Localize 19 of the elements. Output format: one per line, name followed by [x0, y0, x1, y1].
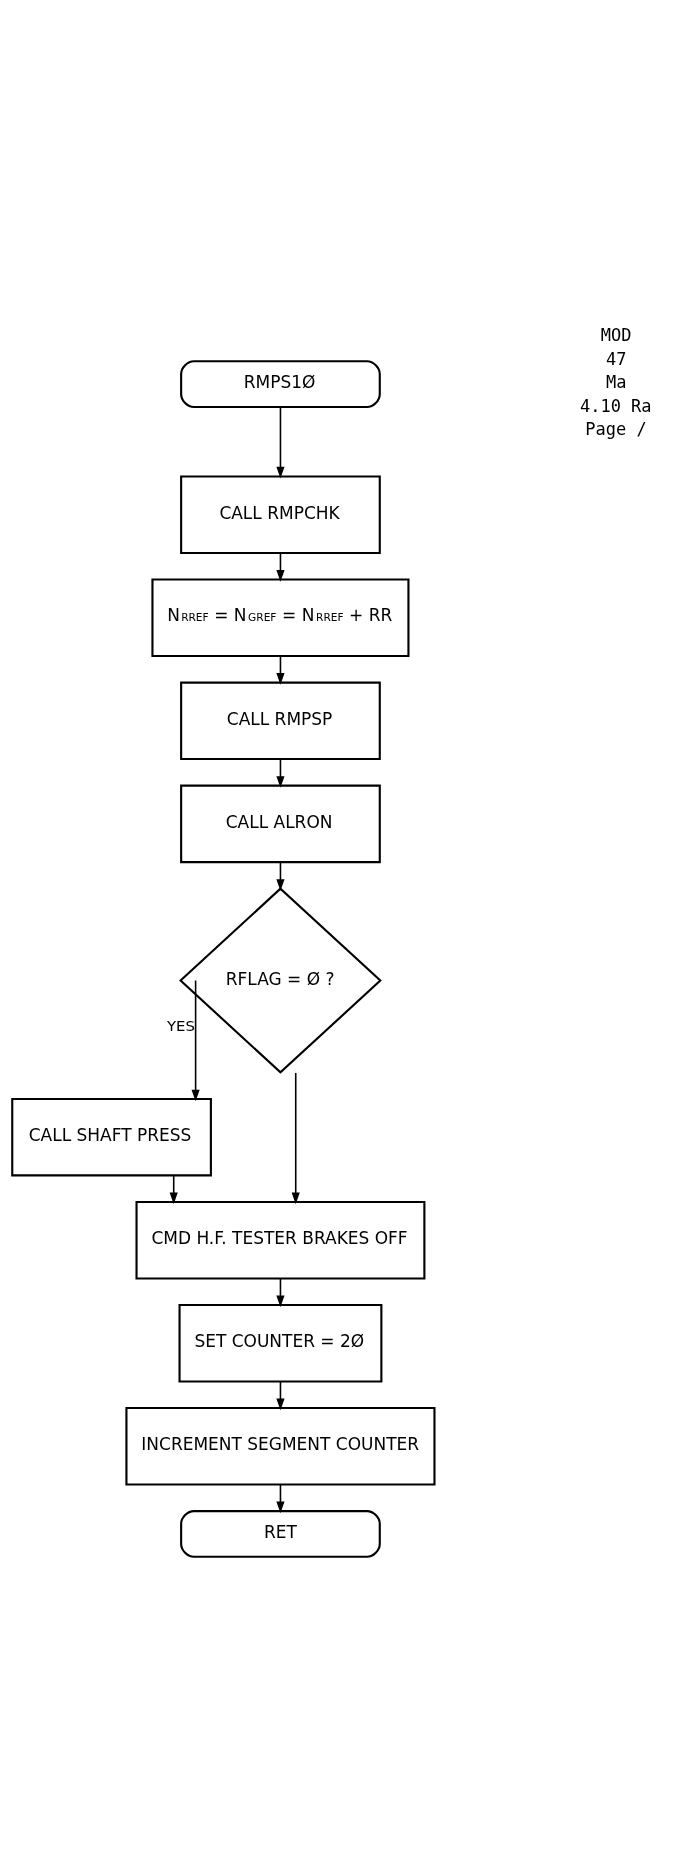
- arrow: [276, 405, 285, 478]
- node-box: CALL RMPSP: [180, 681, 381, 760]
- arrow: [191, 979, 200, 1101]
- label: Ma: [606, 371, 627, 392]
- label: 47: [606, 348, 627, 369]
- node-box: CALL SHAFT PRESS: [11, 1097, 212, 1176]
- node-box: RMPS1Ø: [180, 359, 381, 408]
- arrow: [169, 1174, 178, 1204]
- arrow: [291, 1071, 300, 1204]
- node-box: INCREMENT SEGMENT COUNTER: [125, 1406, 436, 1486]
- edge-label: YES: [166, 1016, 195, 1035]
- node-box: CALL ALRON: [180, 784, 381, 863]
- label: Page /: [585, 418, 647, 439]
- node-box: SET COUNTER = 2Ø: [178, 1303, 383, 1383]
- node-box: CALL RMPCHK: [180, 474, 381, 554]
- node-box: RET: [180, 1509, 381, 1558]
- node-box: CMD H.F. TESTER BRAKES OFF: [135, 1200, 426, 1279]
- label: 4.10 Ra: [579, 395, 652, 416]
- label: MOD: [600, 324, 632, 345]
